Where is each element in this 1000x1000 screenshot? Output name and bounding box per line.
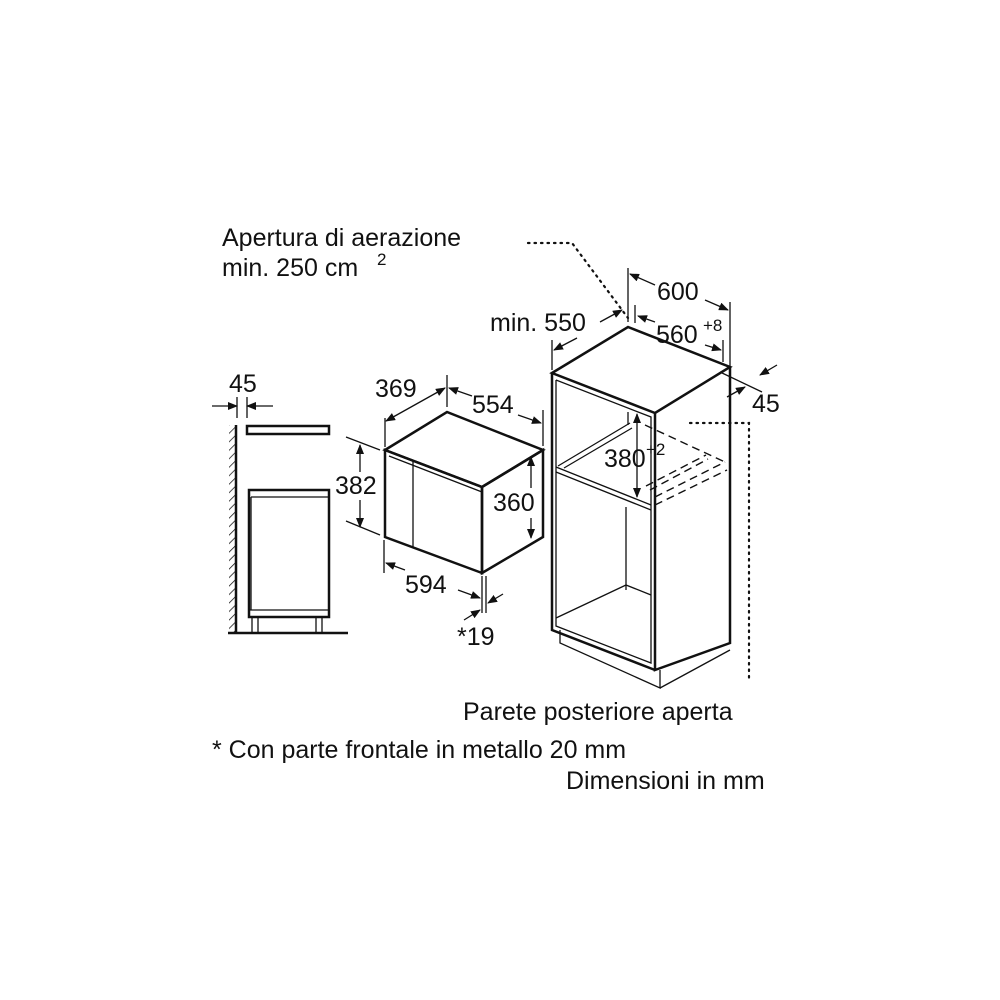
appliance-top — [382, 410, 546, 489]
side-view: 45 — [212, 370, 348, 635]
appliance: 369 554 382 360 594 *19 — [335, 375, 546, 651]
dim-appliance-depth: 369 — [375, 375, 417, 403]
cabinet-front-edge — [550, 373, 656, 672]
ventilation-leader — [526, 241, 630, 320]
footnote: * Con parte frontale in metallo 20 mm — [212, 736, 626, 764]
wall-hatching — [229, 425, 235, 633]
rear-wall-label: Parete posteriore aperta — [463, 698, 733, 726]
svg-text:560: 560 — [656, 321, 698, 349]
svg-text:380: 380 — [604, 445, 646, 473]
svg-text:2: 2 — [377, 250, 386, 269]
dim-appliance-width-front: 594 — [405, 571, 447, 599]
units-label: Dimensioni in mm — [566, 767, 765, 795]
dim-appliance-width-back: 554 — [472, 391, 514, 419]
dim-cabinet-width: 600 — [657, 278, 699, 306]
svg-text:+2: +2 — [646, 440, 665, 459]
cabinet-side — [653, 367, 732, 672]
svg-text:+8: +8 — [703, 316, 722, 335]
ventilation-min-label: min. 250 cm 2 — [222, 250, 386, 282]
svg-text:min. 250 cm: min. 250 cm — [222, 254, 358, 282]
cabinet-opening — [555, 379, 652, 664]
dim-side-gap: 45 — [229, 370, 257, 398]
tall-cabinet: 380 +2 600 560 +8 min. 550 45 — [490, 241, 780, 690]
dim-niche-height: 380 +2 — [604, 440, 665, 473]
appliance-front — [383, 448, 484, 575]
foot — [251, 616, 259, 634]
dim-appliance-height-side: 360 — [493, 489, 535, 517]
upper-panel — [245, 424, 331, 436]
dim-rear-gap: 45 — [752, 390, 780, 418]
dim-appliance-height-front: 382 — [335, 472, 377, 500]
dim-front-thickness: *19 — [457, 623, 495, 651]
dim-cabinet-depth: min. 550 — [490, 309, 586, 337]
ventilation-label: Apertura di aerazione — [222, 224, 461, 252]
shelf-front — [555, 466, 652, 506]
side-cabinet — [247, 488, 331, 619]
dim-niche-width: 560 +8 — [656, 316, 722, 349]
rear-wall-dotted — [688, 421, 751, 682]
cabinet-top — [549, 325, 733, 415]
foot — [315, 616, 323, 634]
